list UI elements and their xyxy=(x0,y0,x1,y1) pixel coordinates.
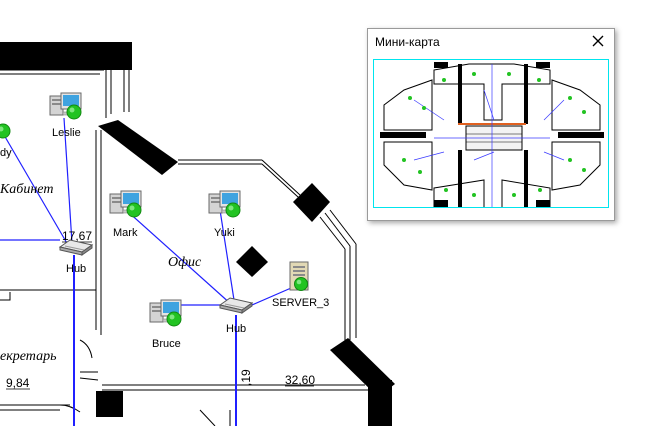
device-label-bruce[interactable]: Bruce xyxy=(152,338,181,350)
computer-icon[interactable] xyxy=(109,190,142,218)
computer-icon[interactable] xyxy=(0,123,11,139)
close-icon[interactable] xyxy=(590,33,606,49)
room-label-cabinet: Кабинет xyxy=(0,182,53,197)
minimap-viewport[interactable] xyxy=(373,59,609,208)
device-label-dy[interactable]: dy xyxy=(0,147,12,159)
device-label-hub-left[interactable]: Hub xyxy=(66,263,86,275)
area-label-2: 9,84 xyxy=(6,376,30,390)
room-label-secretary: екретарь xyxy=(0,349,56,364)
hub-icon[interactable] xyxy=(219,297,253,314)
computer-icon[interactable] xyxy=(149,299,182,327)
device-label-leslie[interactable]: Leslie xyxy=(52,127,81,139)
walls xyxy=(0,42,395,426)
minimap-floorplan-thumbnail xyxy=(380,62,604,207)
room-label-office: Офис xyxy=(168,255,202,270)
minimap-window[interactable]: Мини-карта xyxy=(367,28,615,221)
device-label-mark[interactable]: Mark xyxy=(113,227,138,239)
area-label-3: 32,60 xyxy=(285,373,315,387)
vertical-dimension-label: ,19 xyxy=(239,369,253,386)
computer-icon[interactable] xyxy=(49,92,82,120)
minimap-title: Мини-карта xyxy=(375,35,440,49)
device-label-server[interactable]: SERVER_3 xyxy=(272,297,329,309)
device-label-yuki[interactable]: Yuki xyxy=(214,227,235,239)
device-label-hub-center[interactable]: Hub xyxy=(226,323,246,335)
area-label-1: 17,67 xyxy=(62,229,92,243)
computer-icon[interactable] xyxy=(208,190,241,218)
server-icon[interactable] xyxy=(289,261,309,291)
